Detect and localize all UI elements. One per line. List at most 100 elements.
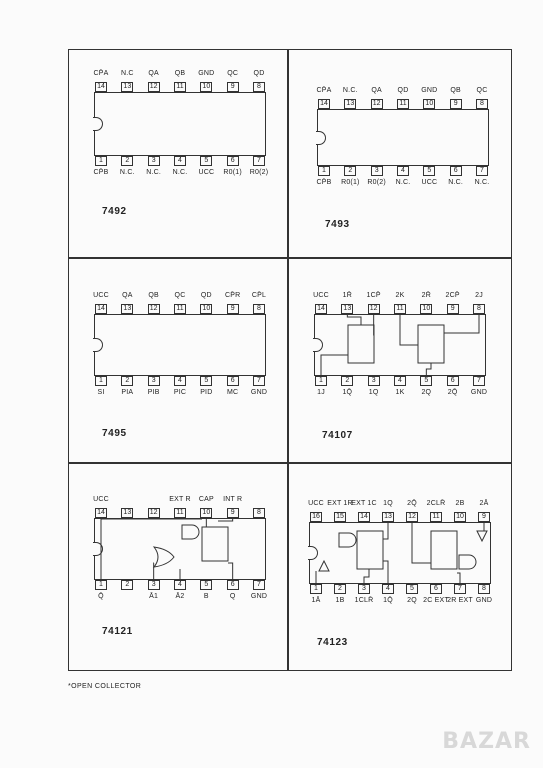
pin-label: QB [450, 87, 461, 94]
pin-number: 7 [253, 580, 265, 590]
part-number: 74107 [322, 430, 353, 441]
pin-number: 10 [420, 304, 433, 314]
pin-number: 6 [226, 156, 239, 166]
pin-label: GND [470, 389, 488, 396]
pin-number: 5 [200, 376, 213, 386]
pin-label: CP̄B [93, 169, 109, 176]
pin-label: 2R̄ [421, 292, 432, 299]
pin-label: CP̄B [316, 179, 332, 186]
pin-number: 14 [315, 304, 327, 314]
pin-label: N.C [121, 70, 134, 77]
pin-label: UCC [198, 169, 215, 176]
pin-label: QC [174, 292, 186, 299]
pin-label: PIA [121, 389, 134, 396]
footnote: *OPEN COLLECTOR [68, 683, 142, 690]
pin-number: 11 [174, 508, 186, 518]
pin-number: 8 [253, 82, 265, 92]
pin-number: 3 [147, 580, 160, 590]
pin-label: INT R [223, 496, 243, 503]
pin-label: R0(1) [341, 179, 360, 186]
pin-label: 1J [317, 389, 325, 396]
pin-number: 12 [147, 304, 160, 314]
pin-label: UCC [421, 179, 438, 186]
pin-label: UCC [313, 292, 329, 299]
pin-number: 13 [121, 82, 134, 92]
pin-label: 2Q [421, 389, 432, 396]
pin-number: 5 [420, 376, 433, 386]
pin-number: 15 [334, 512, 346, 522]
row-divider [69, 257, 511, 259]
pin-label: PIB [147, 389, 160, 396]
pin-number: 7 [253, 156, 265, 166]
pin-label: CP̄L [251, 292, 267, 299]
pin-label: 1R̄ [342, 292, 353, 299]
pin-number: 11 [174, 82, 186, 92]
pin-label: Q̄ [98, 593, 104, 600]
pin-label: 1CP̄ [366, 292, 381, 299]
ic-notch [308, 546, 318, 560]
pin-label: CP̄A [316, 87, 332, 94]
part-number: 7493 [325, 219, 350, 230]
pin-number: 9 [226, 304, 239, 314]
pin-label: QD [253, 70, 265, 77]
pin-label: PIC [173, 389, 187, 396]
pin-label: CP̄A [93, 70, 109, 77]
pin-label: QA [371, 87, 382, 94]
pin-label: 2K [395, 292, 405, 299]
pin-number: 10 [200, 82, 213, 92]
pin-number: 12 [370, 99, 383, 109]
pin-number: 6 [430, 584, 442, 594]
pin-number: 13 [121, 304, 134, 314]
pin-label: CAP [198, 496, 214, 503]
datasheet-frame [68, 49, 512, 671]
pin-number: 1 [95, 580, 107, 590]
pin-number: 7 [476, 166, 488, 176]
pin-label: 2R EXT [447, 597, 473, 604]
pin-label: 2CLR̄ [426, 500, 446, 507]
pin-label: N.C. [474, 179, 490, 186]
pin-number: 1 [315, 376, 327, 386]
ic-notch [313, 338, 323, 352]
pin-number: 4 [394, 376, 406, 386]
pin-number: 3 [367, 376, 380, 386]
pin-number: 5 [423, 166, 436, 176]
pin-number: 13 [344, 99, 357, 109]
pin-number: 5 [406, 584, 418, 594]
pin-label: GND [250, 389, 268, 396]
pin-number: 6 [449, 166, 462, 176]
pin-label: 1Q̄ [342, 389, 353, 396]
pin-number: 12 [147, 82, 160, 92]
pin-number: 13 [382, 512, 394, 522]
pin-number: 9 [226, 508, 239, 518]
ic-body [94, 314, 266, 376]
pin-label: UCC [308, 500, 324, 507]
pin-number: 1 [310, 584, 322, 594]
ic-body [317, 109, 489, 166]
pin-number: 14 [95, 304, 107, 314]
ic-notch [93, 338, 103, 352]
pin-number: 11 [394, 304, 406, 314]
pin-label: Ā2 [175, 593, 185, 600]
pin-label: PID [200, 389, 213, 396]
pin-number: 8 [253, 304, 265, 314]
pin-label: QD [397, 87, 409, 94]
part-number: 7495 [102, 428, 127, 439]
pin-number: 11 [174, 304, 186, 314]
pin-label: 2Q̄ [447, 389, 458, 396]
ic-body [94, 518, 266, 580]
pin-number: 3 [358, 584, 370, 594]
pin-number: 4 [382, 584, 394, 594]
pin-label: 1CLR̄ [354, 597, 374, 604]
pin-label: 1Q̄ [383, 597, 393, 604]
pin-label: QD [200, 292, 212, 299]
pin-label: B [203, 593, 209, 600]
watermark-logo: BAZAR [442, 729, 531, 754]
pin-label: 2J [475, 292, 483, 299]
pin-number: 2 [121, 376, 134, 386]
pin-number: 4 [174, 376, 186, 386]
pin-label: Ā1 [149, 593, 159, 600]
pin-number: 10 [200, 508, 213, 518]
pin-label: 1B [335, 597, 345, 604]
pin-number: 4 [397, 166, 409, 176]
pin-label: SI [97, 389, 105, 396]
